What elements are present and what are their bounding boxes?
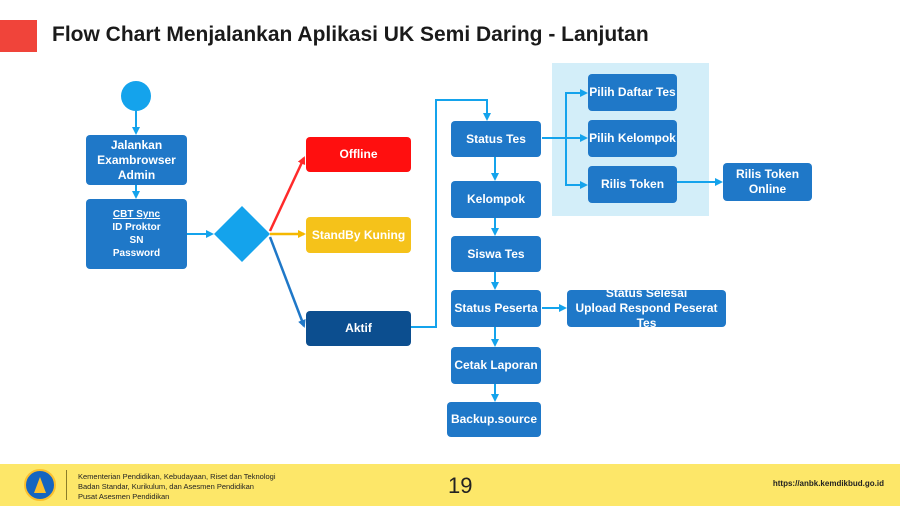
arrow-status-tes-to-rilis-token <box>565 138 588 189</box>
node-backup-source: Backup.source <box>447 402 541 437</box>
arrow-aktif-to-status-tes <box>410 99 491 328</box>
node-aktif: Aktif <box>306 311 411 346</box>
node-status-selesai: Status Selesai Upload Respond Peserat Te… <box>567 286 726 330</box>
title-accent-bar <box>0 20 37 52</box>
node-login-credentials: CBT Sync ID Proktor SN Password <box>86 199 187 269</box>
node-status-tes: Status Tes <box>451 121 541 157</box>
node-status-peserta: Status Peserta <box>451 290 541 327</box>
footer-org-line-2: Badan Standar, Kurikulum, dan Asesmen Pe… <box>78 482 254 491</box>
node-rilis-online-line-1: Rilis Token <box>735 167 800 181</box>
node-rilis-online-line-2: Online <box>748 182 787 196</box>
node-login-password: Password <box>112 248 161 259</box>
ministry-logo-icon <box>24 469 56 501</box>
node-kelompok: Kelompok <box>451 181 541 218</box>
footer-org-line-3: Pusat Asesmen Pendidikan <box>78 492 170 501</box>
node-rilis-token-online: Rilis Token Online <box>723 163 812 201</box>
node-jalankan-exambrowser: Jalankan Exambrowser Admin <box>86 135 187 185</box>
decision-diamond <box>214 206 270 262</box>
node-rilis-token: Rilis Token <box>588 166 677 203</box>
node-cetak-laporan: Cetak Laporan <box>451 347 541 384</box>
page-number: 19 <box>448 473 473 498</box>
start-node <box>121 81 151 111</box>
node-offline: Offline <box>306 137 411 172</box>
node-login-id-proktor: ID Proktor <box>112 222 161 233</box>
arrow-decision-to-aktif <box>268 236 306 328</box>
arrow-status-tes-to-pilih-daftar <box>542 89 588 139</box>
node-login-cbt-sync: CBT Sync <box>112 209 161 220</box>
footer-organization: Kementerian Pendidikan, Kebudayaan, Rise… <box>78 472 276 502</box>
node-jalankan-line-1: Jalankan <box>110 137 163 152</box>
ministry-logo-emblem <box>34 477 46 493</box>
slide-title: Flow Chart Menjalankan Aplikasi UK Semi … <box>52 23 649 46</box>
node-status-selesai-line-2: Upload Respond Peserat Tes <box>575 301 718 330</box>
node-pilih-kelompok: Pilih Kelompok <box>588 120 677 157</box>
footer-divider <box>66 470 67 500</box>
node-login-sn: SN <box>129 235 144 246</box>
node-pilih-daftar-tes: Pilih Daftar Tes <box>588 74 677 111</box>
footer-url-link[interactable]: https://anbk.kemdikbud.go.id <box>772 479 884 488</box>
node-jalankan-line-2: Exambrowser <box>97 152 176 167</box>
footer-org-line-1: Kementerian Pendidikan, Kebudayaan, Rise… <box>78 472 276 481</box>
arrow-decision-to-offline <box>268 156 306 232</box>
node-jalankan-line-3: Admin <box>117 167 156 182</box>
footer-bar: Kementerian Pendidikan, Kebudayaan, Rise… <box>0 464 900 506</box>
node-siswa-tes: Siswa Tes <box>451 236 541 272</box>
node-standby-kuning: StandBy Kuning <box>306 217 411 253</box>
node-status-selesai-line-1: Status Selesai <box>605 286 688 300</box>
